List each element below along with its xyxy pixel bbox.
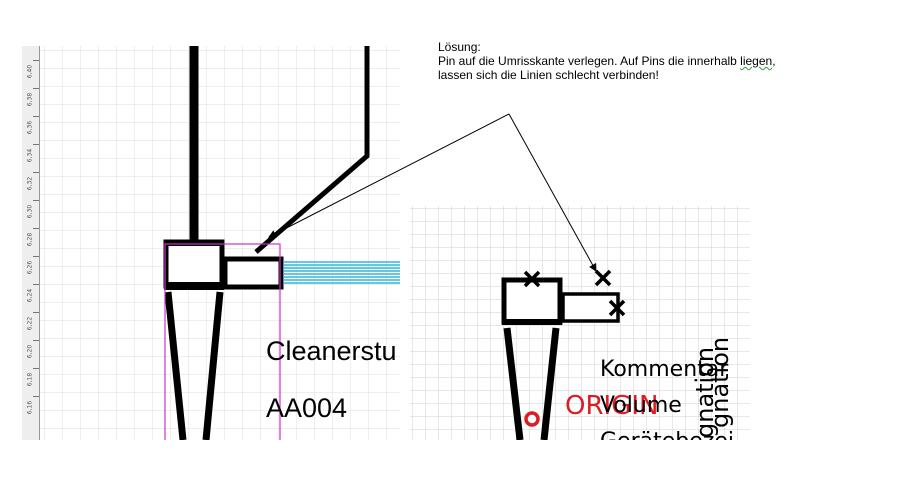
selection-frame[interactable] — [164, 243, 281, 440]
ruler-tick — [33, 200, 39, 201]
left-drawing-view: Cleanerstu AA004 — [40, 46, 400, 440]
ruler-tick — [33, 88, 39, 89]
grid-background — [410, 206, 750, 440]
diagonal-pipe — [254, 46, 370, 254]
note-line-1: Pin auf die Umrisskante verlegen. Auf Pi… — [438, 54, 868, 68]
cone-right-edge — [540, 327, 560, 440]
ruler-tick — [33, 312, 39, 313]
equipment-id-label: AA004 — [266, 393, 347, 423]
right-drawing-canvas: ORIGIN Kommentar Volume Gerätebezei gnat… — [410, 206, 750, 440]
cone-left-edge — [164, 291, 187, 440]
origin-label: ORIGIN — [565, 391, 658, 421]
ruler-tick — [33, 396, 39, 397]
cyclone-inlet — [222, 256, 284, 290]
ruler-tick — [33, 340, 39, 341]
ruler-tick — [33, 116, 39, 117]
annotation-note: Lösung: Pin auf die Umrisskante verlegen… — [438, 40, 868, 82]
arrow-to-left-inlet — [268, 113, 510, 238]
cone-left-edge — [503, 327, 524, 440]
ruler-tick — [33, 284, 39, 285]
pin-markers — [523, 269, 626, 317]
equipment-name-label: Cleanerstu — [266, 336, 397, 366]
ruler-tick — [33, 172, 39, 173]
comment-label: Kommentar — [600, 357, 729, 382]
ruler-tick — [33, 256, 39, 257]
vertical-label-1: gnation — [691, 347, 719, 438]
ruler-tick — [33, 60, 39, 61]
pipe-lines — [283, 261, 400, 284]
volume-label: Volume — [600, 393, 682, 418]
note-line-1-end: , — [772, 54, 776, 68]
vertical-label-2: gnation — [706, 337, 734, 428]
left-drawing-canvas: Cleanerstu AA004 — [40, 46, 400, 440]
ruler-tick — [33, 368, 39, 369]
right-drawing-view: ORIGIN Kommentar Volume Gerätebezei gnat… — [410, 206, 750, 440]
cyclone-head-top — [166, 240, 222, 246]
device-label: Gerätebezei — [600, 429, 734, 440]
note-title: Lösung: — [438, 40, 481, 54]
note-line-2: lassen sich die Linien schlecht verbinde… — [438, 68, 659, 82]
arrow-to-right-pin — [508, 113, 597, 272]
ruler-tick — [33, 228, 39, 229]
spellcheck-word[interactable]: liegen — [740, 54, 773, 68]
origin-marker-icon[interactable] — [524, 411, 540, 427]
cone-right-edge — [202, 291, 224, 440]
ruler-tick — [33, 144, 39, 145]
note-line-1-text: Pin auf die Umrisskante verlegen. Auf Pi… — [438, 54, 741, 68]
